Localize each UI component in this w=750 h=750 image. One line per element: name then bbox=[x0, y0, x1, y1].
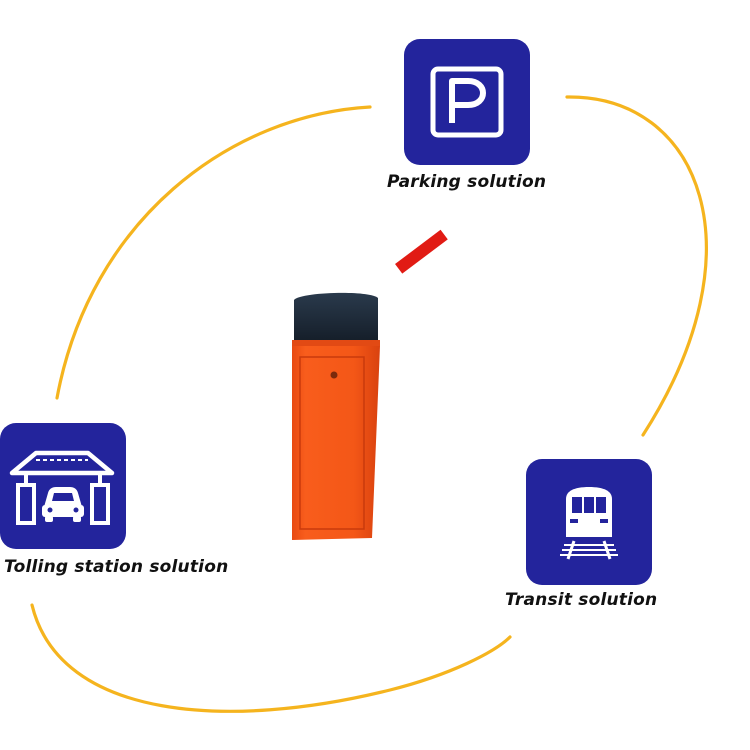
parking-label: Parking solution bbox=[387, 172, 547, 192]
transit-label: Transit solution bbox=[505, 590, 658, 610]
tolling-label: Tolling station solution bbox=[4, 557, 229, 577]
tolling-tile[interactable] bbox=[0, 423, 126, 549]
parking-sign-icon bbox=[430, 66, 504, 138]
barrier-lock bbox=[330, 371, 338, 379]
parking-tile[interactable] bbox=[404, 39, 530, 165]
arc-top-left bbox=[55, 105, 372, 400]
toll-booth-icon bbox=[9, 450, 115, 525]
barrier-cap bbox=[294, 292, 378, 343]
barrier-door bbox=[299, 356, 365, 530]
barrier-body bbox=[292, 346, 380, 540]
arc-bottom bbox=[30, 603, 512, 713]
barrier-arm bbox=[395, 229, 448, 274]
train-icon bbox=[560, 487, 618, 560]
transit-tile[interactable] bbox=[526, 459, 652, 585]
arc-top-right bbox=[565, 95, 708, 437]
